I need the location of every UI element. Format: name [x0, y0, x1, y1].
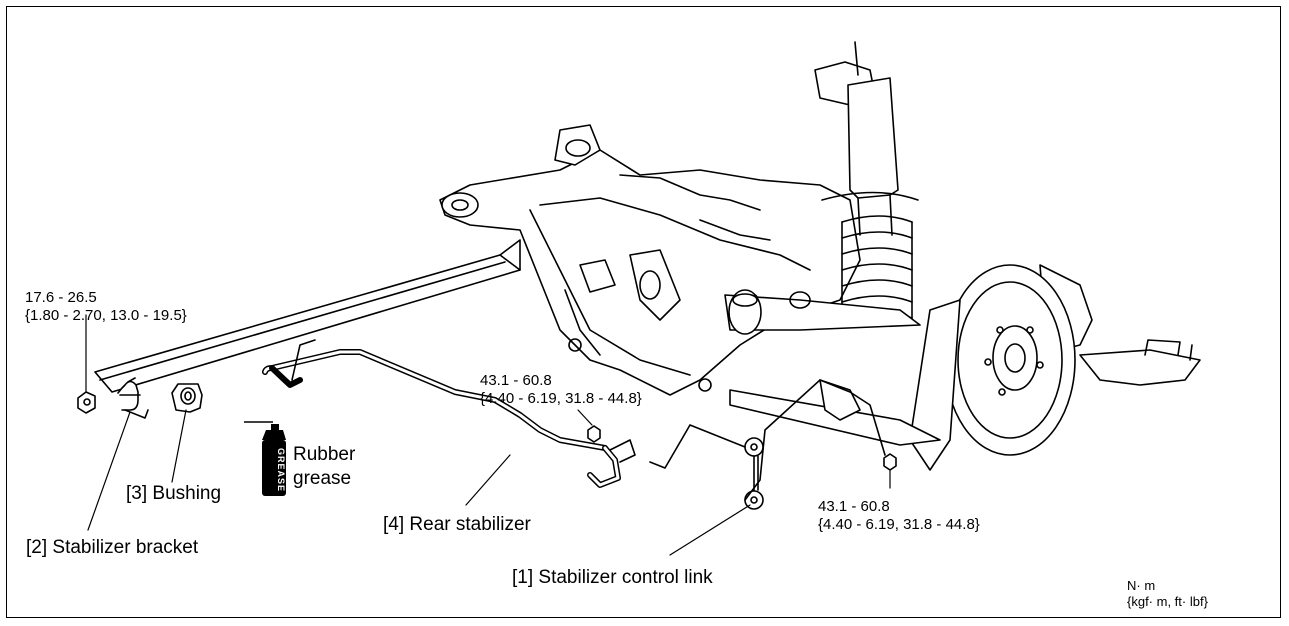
units-secondary: {kgf· m, ft· lbf} — [1127, 594, 1208, 609]
diagram-frame — [6, 6, 1281, 618]
part-label-stabilizer-control-link: [1] Stabilizer control link — [512, 567, 713, 588]
strut-assembly — [814, 41, 919, 319]
torque-bracket-value: 17.6 - 26.5 — [25, 289, 97, 306]
part-label-rear-stabilizer: [4] Rear stabilizer — [383, 514, 531, 535]
part-label-stabilizer-bracket: [2] Stabilizer bracket — [26, 537, 199, 558]
rear-stabilizer-bar — [262, 339, 636, 488]
nut-link-upper — [587, 425, 601, 443]
stabilizer-mount-bar — [94, 239, 521, 393]
nut-link-lower — [883, 453, 897, 471]
grease-can-icon: GREASE — [244, 421, 286, 496]
grease-can-label: GREASE — [276, 448, 286, 492]
units-primary: N· m — [1127, 578, 1156, 593]
hub-and-brake — [909, 264, 1201, 471]
torque-bracket-conversions: {1.80 - 2.70, 13.0 - 19.5} — [25, 307, 187, 324]
upper-control-arm — [724, 289, 921, 335]
units-legend: N· m {kgf· m, ft· lbf} — [1127, 578, 1208, 610]
rubber-grease-line2: grease — [293, 468, 352, 489]
subframe — [439, 124, 861, 396]
torque-link-upper-conversions: {4.40 - 6.19, 31.8 - 44.8} — [480, 390, 642, 407]
bushing — [171, 383, 203, 413]
stabilizer-control-link — [649, 379, 886, 510]
rubber-grease-label: Rubber grease — [293, 443, 355, 491]
lower-control-arm — [729, 379, 941, 446]
nut-bracket — [77, 391, 96, 414]
torque-link-lower-value: 43.1 - 60.8 — [818, 498, 890, 515]
torque-link-upper-label: 43.1 - 60.8 {4.40 - 6.19, 31.8 - 44.8} — [480, 372, 642, 408]
torque-link-upper-value: 43.1 - 60.8 — [480, 372, 552, 389]
part-label-bushing: [3] Bushing — [126, 483, 222, 504]
stabilizer-bracket — [117, 377, 149, 419]
rubber-grease-line1: Rubber — [293, 444, 356, 465]
torque-bracket-label: 17.6 - 26.5 {1.80 - 2.70, 13.0 - 19.5} — [25, 289, 187, 325]
leader-lines — [85, 314, 891, 556]
torque-link-lower-conversions: {4.40 - 6.19, 31.8 - 44.8} — [818, 516, 980, 533]
torque-link-lower-label: 43.1 - 60.8 {4.40 - 6.19, 31.8 - 44.8} — [818, 498, 980, 534]
